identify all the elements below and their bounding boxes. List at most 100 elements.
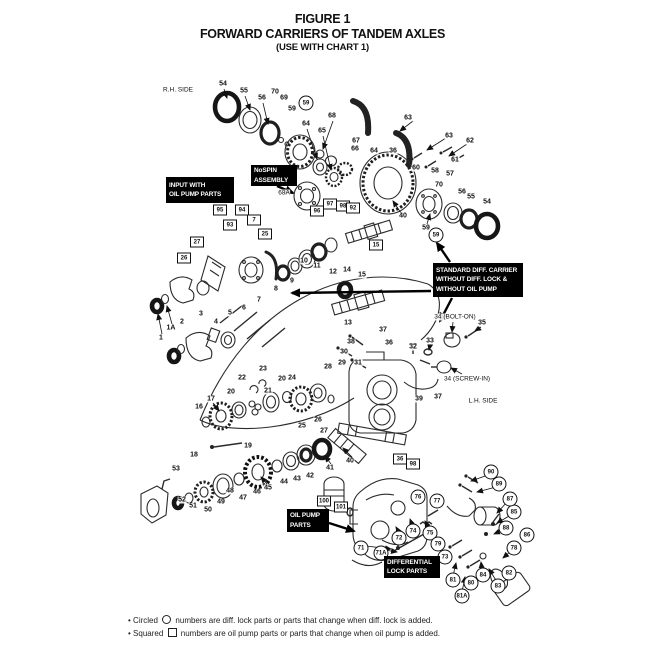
part-number-circled-80: 80 — [463, 575, 479, 591]
part-number-squared-15: 15 — [369, 239, 383, 251]
label-box-line: OIL PUMP PARTS — [169, 191, 222, 198]
part-number-24: 24 — [287, 374, 297, 382]
part-number-squared-93: 93 — [223, 219, 237, 231]
part-number-48: 48 — [225, 487, 235, 495]
part-number-13: 13 — [343, 319, 353, 327]
note-circled: • Circled numbers are diff. lock parts o… — [128, 614, 440, 627]
part-number-squared-7: 7 — [247, 214, 261, 226]
part-number-64: 64 — [369, 147, 379, 155]
part-number-6: 6 — [241, 304, 247, 312]
label-box-line: ASSEMBLY — [254, 176, 289, 184]
part-number-37: 37 — [378, 326, 388, 334]
part-number-circled-88: 88 — [498, 520, 514, 536]
part-number-26: 26 — [313, 416, 323, 424]
part-number-57: 57 — [445, 170, 455, 178]
part-number-36: 36 — [384, 339, 394, 347]
label-box-line: WITHOUT OIL PUMP — [436, 285, 497, 293]
figure-name: FORWARD CARRIERS OF TANDEM AXLES — [199, 26, 446, 41]
lh-side-label: L.H. SIDE — [468, 397, 498, 405]
note-bullet: • — [128, 616, 131, 625]
part-number-squared-95: 95 — [213, 204, 227, 216]
part-label-68a: 68A — [278, 189, 290, 197]
part-number-52: 52 — [177, 496, 187, 504]
part-number-33: 33 — [425, 337, 435, 345]
part-number-18: 18 — [189, 451, 199, 459]
part-number-56: 56 — [257, 94, 267, 102]
part-number-20: 20 — [226, 388, 236, 396]
part-number-54: 54 — [482, 198, 492, 206]
part-number-circled-81A: 81A — [454, 588, 470, 604]
part-number-19: 19 — [243, 442, 253, 450]
part-number-25: 25 — [297, 422, 307, 430]
part-number-squared-26: 26 — [177, 252, 191, 264]
part-number-59: 59 — [287, 105, 297, 113]
part-number-47: 47 — [238, 494, 248, 502]
part-number-69: 69 — [279, 94, 289, 102]
part-number-circled-74: 74 — [405, 523, 421, 539]
part-number-circled-78: 78 — [506, 540, 522, 556]
part-number-70: 70 — [434, 181, 444, 189]
part-number-1A: 1A — [166, 324, 176, 332]
part-number-circled-83: 83 — [490, 578, 506, 594]
part-number-circled-77: 77 — [429, 493, 445, 509]
label-box-line: WITHOUT DIFF. LOCK & — [436, 276, 508, 284]
part-number-54: 54 — [218, 80, 228, 88]
part-number-64: 64 — [301, 120, 311, 128]
part-number-32: 32 — [408, 343, 418, 351]
part-number-60: 60 — [411, 164, 421, 172]
part-number-7: 7 — [256, 296, 262, 304]
part-number-29: 29 — [337, 359, 347, 367]
part-number-66: 66 — [350, 145, 360, 153]
part-number-68: 68 — [327, 112, 337, 120]
part-number-2: 2 — [179, 318, 185, 326]
part-number-46: 46 — [252, 488, 262, 496]
part-number-squared-101: 101 — [333, 501, 349, 513]
circle-symbol — [162, 615, 172, 624]
part-number-44: 44 — [279, 478, 289, 486]
part-number-9: 9 — [289, 277, 295, 285]
part-number-circled-90: 90 — [483, 464, 499, 480]
figure-title-block: FIGURE 1 FORWARD CARRIERS OF TANDEM AXLE… — [0, 12, 645, 54]
part-number-58: 58 — [430, 167, 440, 175]
part-number-51: 51 — [188, 502, 198, 510]
part-number-37: 37 — [433, 393, 443, 401]
part-number-20: 20 — [277, 375, 287, 383]
part-number-circled-72: 72 — [391, 530, 407, 546]
part-number-circled-79: 79 — [430, 536, 446, 552]
part-number-squared-27: 27 — [190, 236, 204, 248]
part-number-circled-59: 59 — [428, 227, 444, 243]
part-number-27: 27 — [319, 427, 329, 435]
part-number-55: 55 — [239, 87, 249, 95]
label-box-line: DIFFERENTIAL — [387, 558, 432, 566]
part-number-8: 8 — [273, 285, 279, 293]
part-number-10: 10 — [299, 257, 309, 265]
part-number-circled-81: 81 — [445, 572, 461, 588]
part-number-59: 59 — [421, 224, 431, 232]
note-text: numbers are diff. lock parts or parts th… — [175, 616, 433, 625]
part-number-circled-82: 82 — [501, 565, 517, 581]
part-number-56: 56 — [457, 188, 467, 196]
part-number-22: 22 — [237, 374, 247, 382]
part-label-34-bolt-on: 34 (BOLT-ON) — [434, 313, 476, 321]
part-number-40: 40 — [345, 457, 355, 465]
part-number-circled-84: 84 — [475, 567, 491, 583]
label-box-line: LOCK PARTS — [387, 568, 428, 575]
part-number-circled-85: 85 — [506, 504, 522, 520]
part-number-5: 5 — [227, 309, 233, 317]
part-number-circled-86: 86 — [519, 527, 535, 543]
part-number-squared-97: 97 — [323, 198, 337, 210]
note-text: numbers are oil pump parts or parts that… — [180, 629, 441, 638]
part-number-3: 3 — [198, 310, 204, 318]
part-number-squared-94: 94 — [235, 204, 249, 216]
part-number-squared-96: 96 — [310, 205, 324, 217]
label-box-line: NoSPIN — [254, 167, 277, 175]
note-word: Squared — [133, 629, 164, 638]
figure-notes: • Circled numbers are diff. lock parts o… — [128, 614, 440, 640]
part-number-45: 45 — [263, 484, 273, 492]
part-number-38: 38 — [346, 338, 356, 346]
